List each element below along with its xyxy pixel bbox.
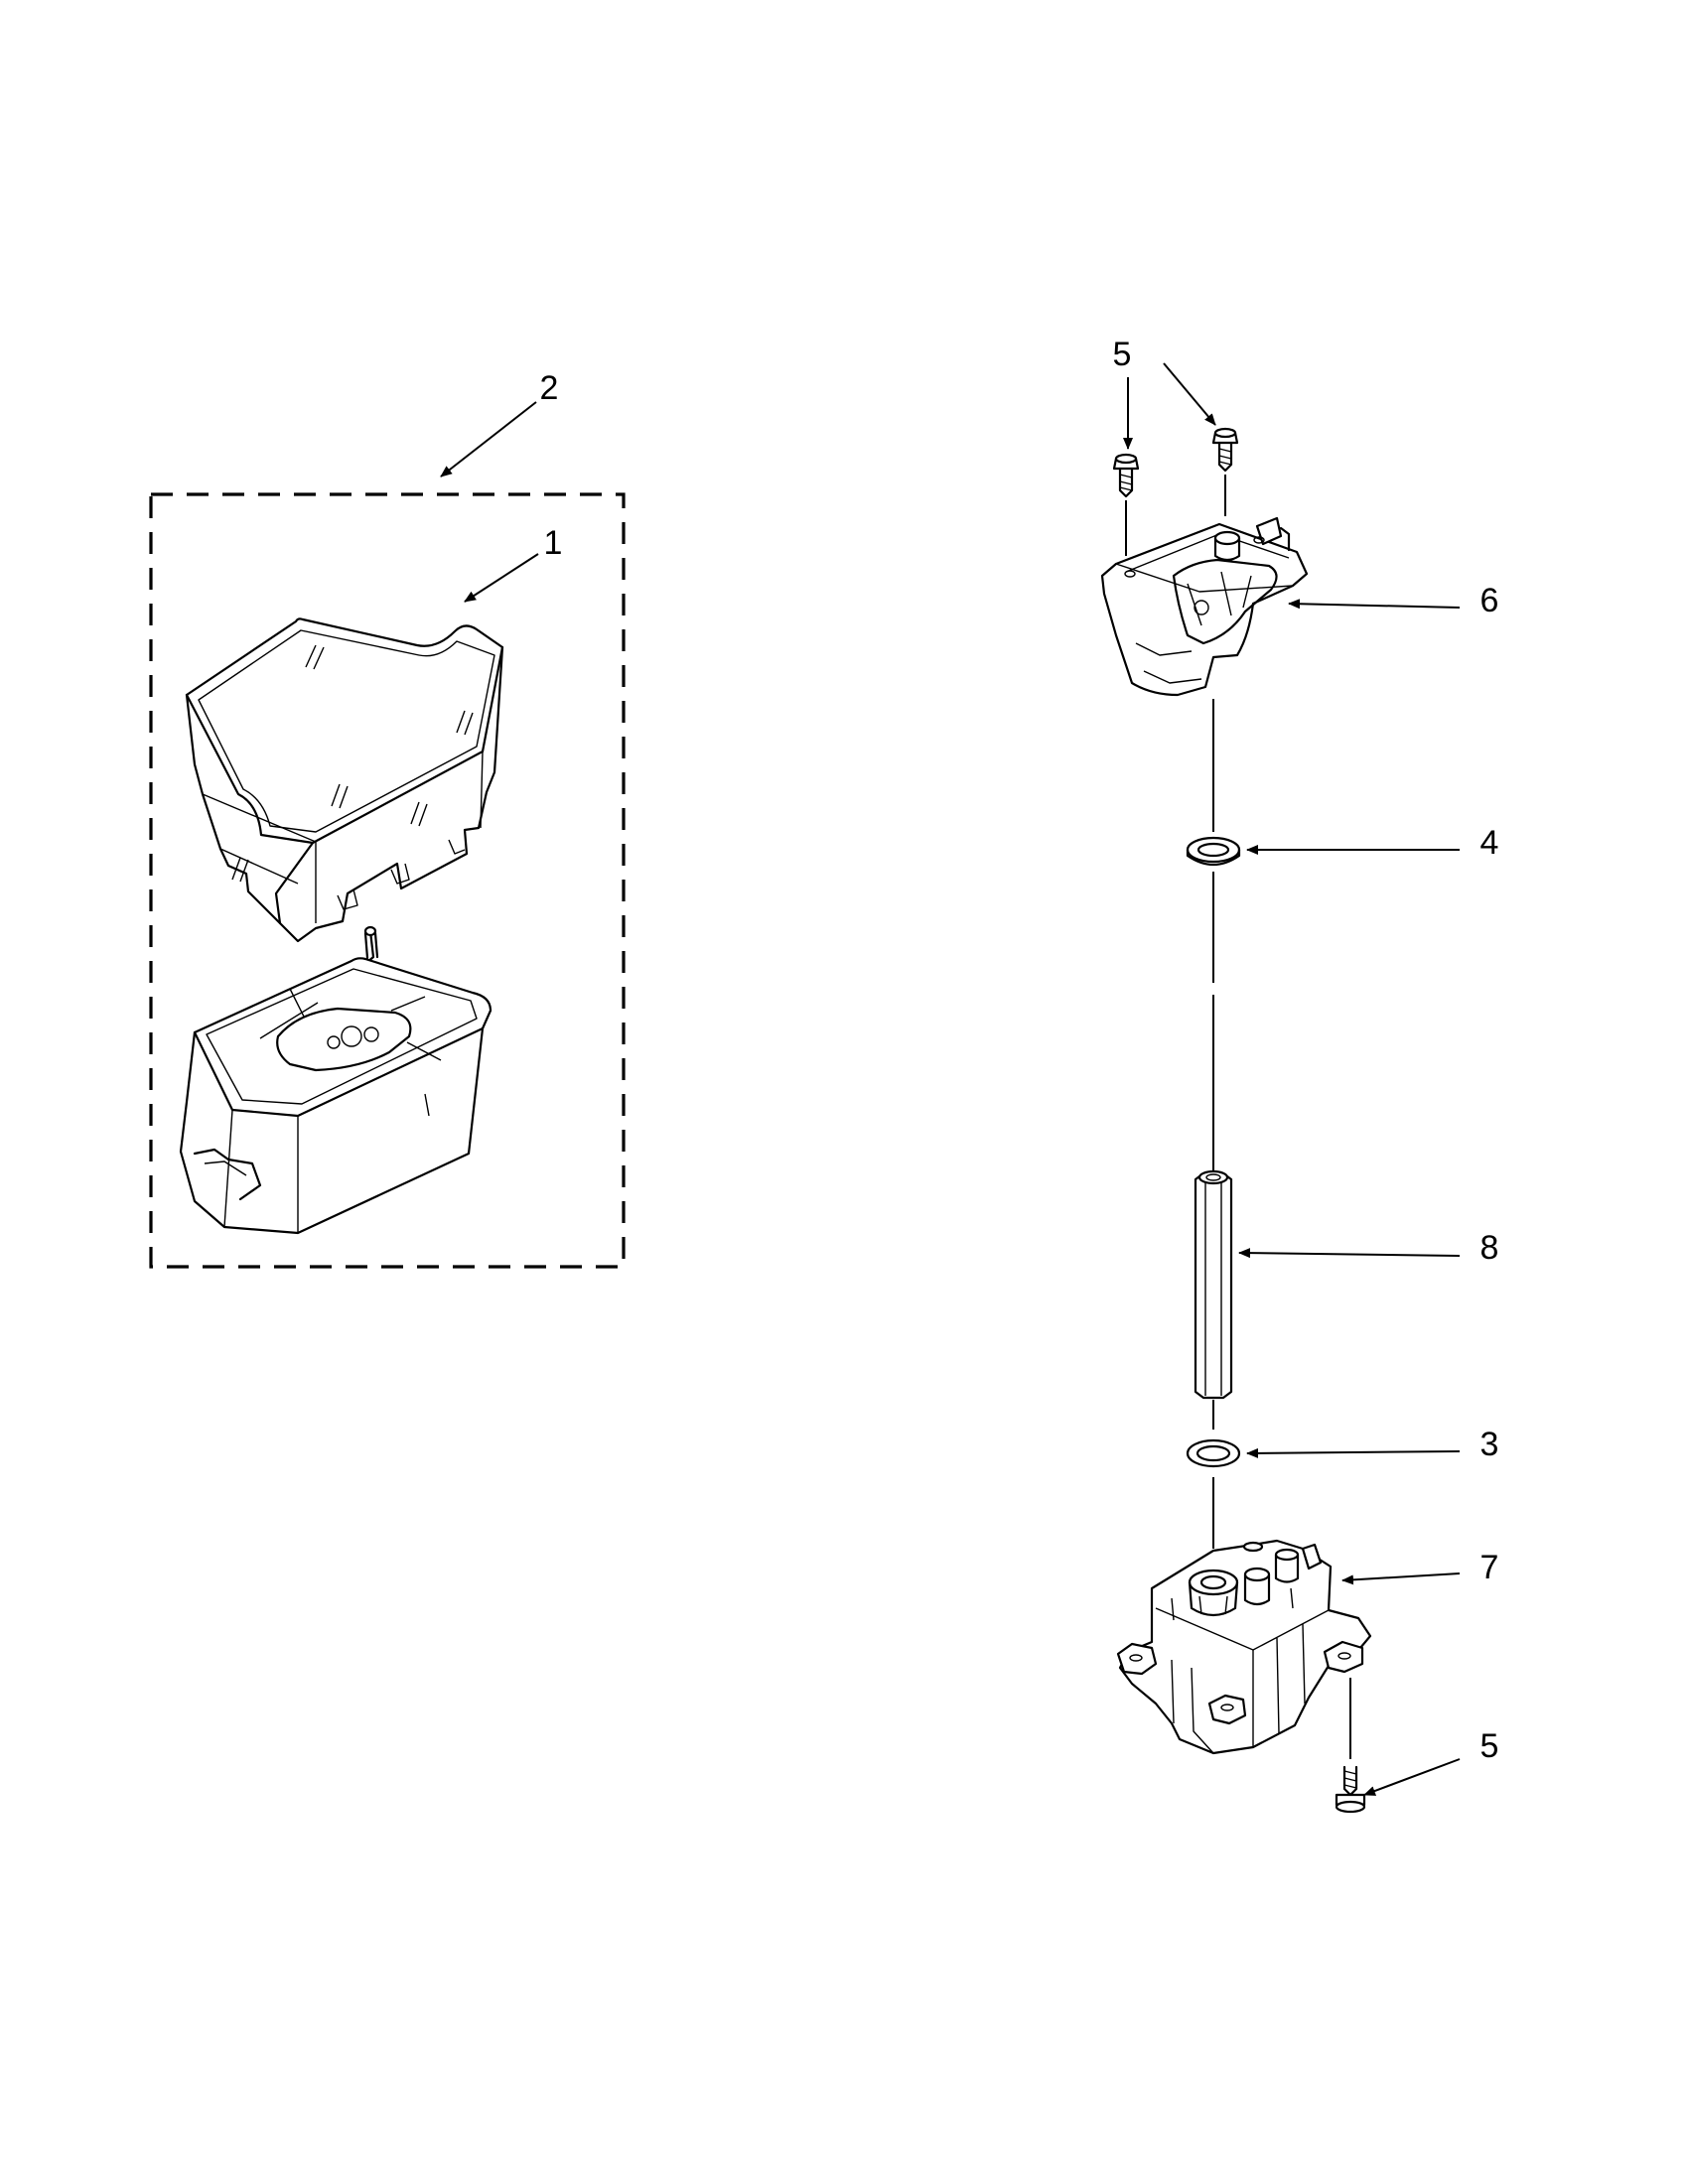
callout-2: 2: [540, 369, 559, 407]
callout-1: 1: [544, 524, 563, 562]
ice-bucket-base: [179, 925, 492, 1235]
screw-bottom: [1335, 1678, 1366, 1814]
callout-4: 4: [1480, 824, 1499, 862]
screw-top-right: [1211, 427, 1239, 473]
auger-motor: [1116, 1539, 1372, 1755]
ice-bucket: [185, 617, 504, 943]
callout-8: 8: [1480, 1229, 1499, 1267]
flat-washer: [1186, 1438, 1241, 1468]
callout-5-bottom: 5: [1480, 1727, 1499, 1765]
leader-lines: [440, 362, 1461, 1796]
bearing-washer: [1186, 836, 1241, 867]
auger-motor-housing-top: [1100, 516, 1309, 697]
callout-7: 7: [1480, 1549, 1499, 1586]
kit-dashed-boundary: [149, 492, 626, 1269]
callout-3: 3: [1480, 1426, 1499, 1463]
callout-6: 6: [1480, 582, 1499, 619]
callout-5-top: 5: [1113, 336, 1132, 373]
hex-drive-shaft: [1194, 1169, 1233, 1400]
screw-top-left: [1112, 453, 1140, 498]
